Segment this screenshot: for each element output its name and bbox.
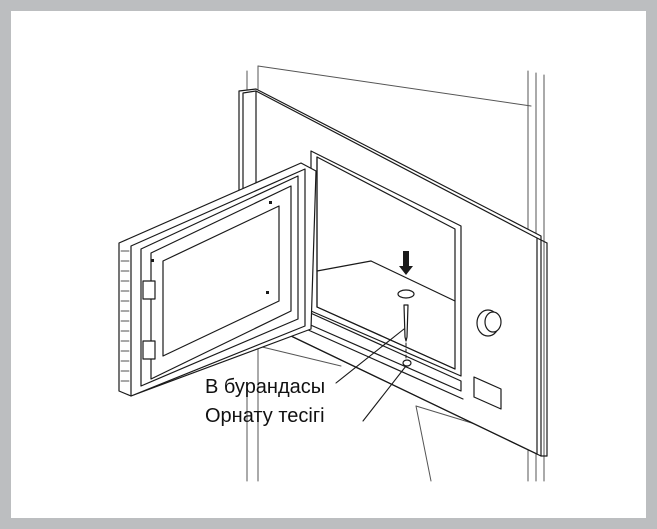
open-door — [118, 162, 317, 397]
screw-shaft — [403, 304, 409, 342]
bolt-label: В бурандасы — [205, 376, 326, 398]
down-arrow-icon — [399, 251, 413, 275]
screw-assembly — [397, 251, 415, 367]
mounting-hole-label: Орнату тесігі — [205, 405, 325, 427]
illustration-panel: В бурандасы Орнату тесігі — [11, 11, 646, 518]
screw-head — [397, 289, 415, 299]
mounting-hole — [402, 359, 412, 367]
leader-lines — [335, 328, 407, 422]
microwave-installation-drawing — [118, 65, 548, 482]
